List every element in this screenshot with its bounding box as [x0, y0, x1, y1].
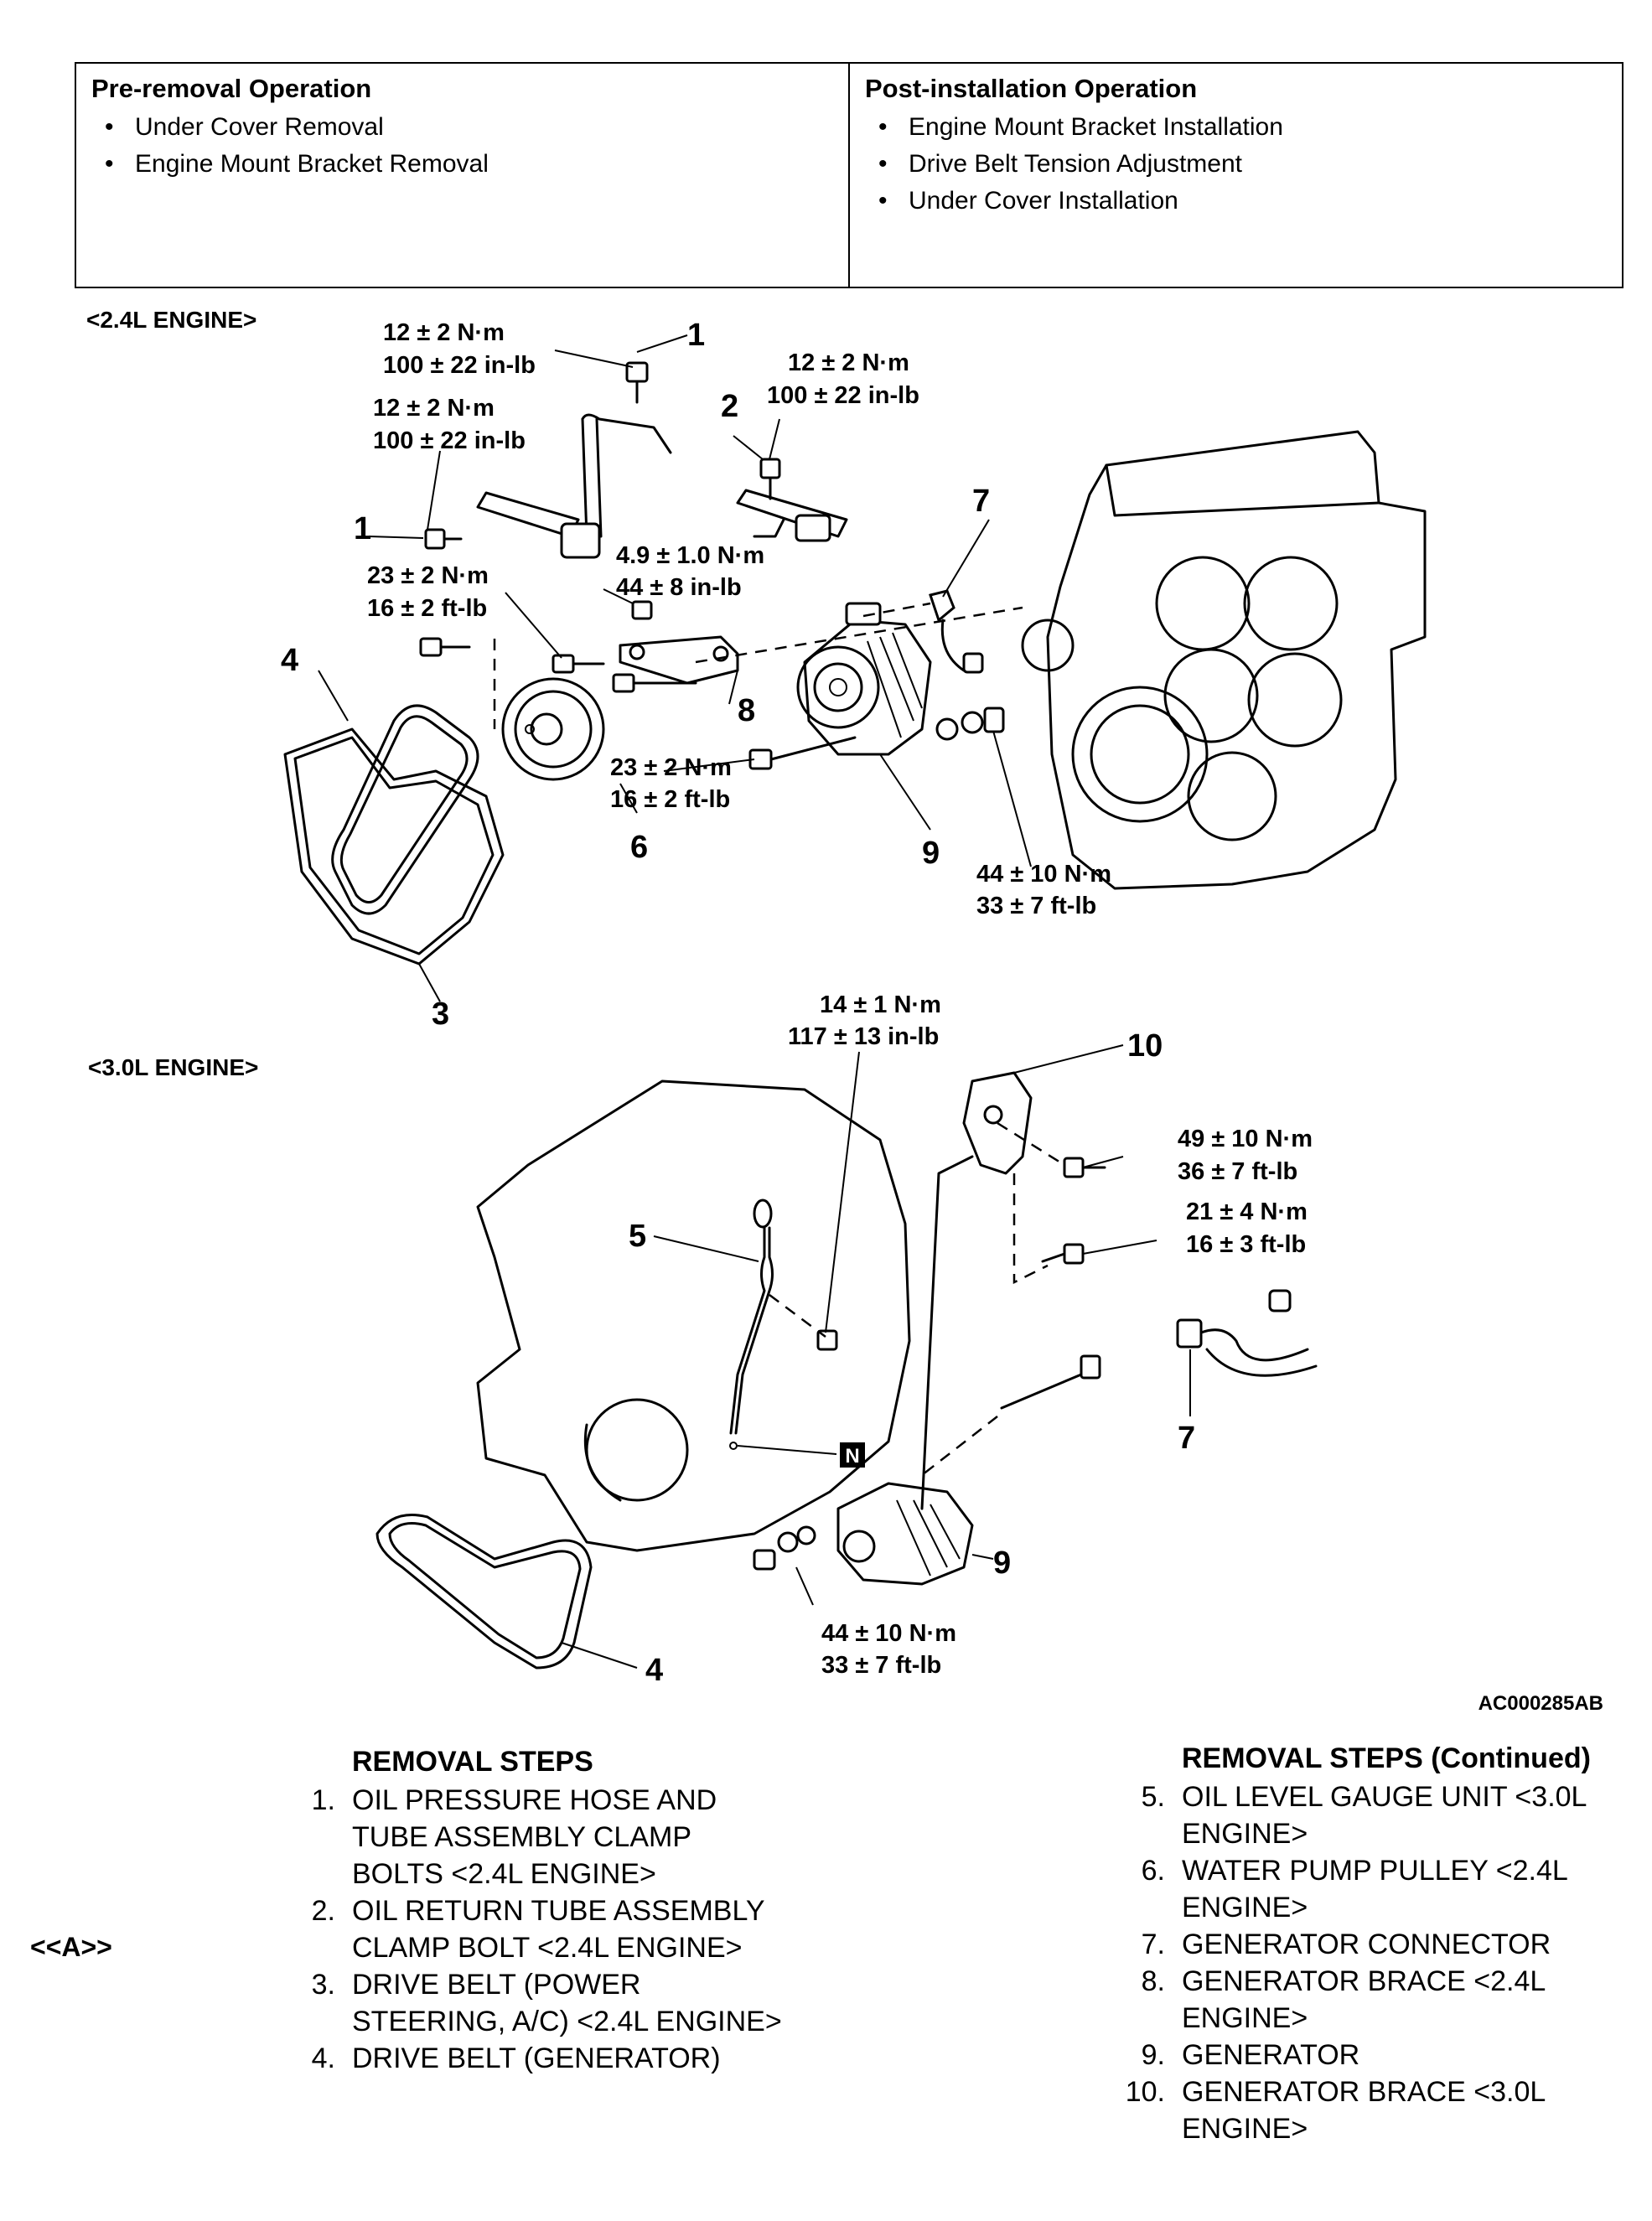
post-installation-item: Engine Mount Bracket Installation	[865, 109, 1607, 146]
generator-3-0l	[836, 1482, 974, 1586]
leader-lines-2-4l	[318, 334, 1032, 1002]
generator-connector-2-4l	[929, 589, 984, 674]
generator-brace-3-0l	[920, 1071, 1033, 1510]
assembly-line	[997, 1121, 1065, 1167]
removal-step: 2. OIL RETURN TUBE ASSEMBLY CLAMP BOLT <…	[311, 1895, 765, 1964]
removal-step: 9. GENERATOR	[1141, 2039, 1360, 2071]
pre-removal-item: Engine Mount Bracket Removal	[91, 146, 833, 183]
assembly-line	[1012, 1173, 1049, 1285]
pulley-bolts	[419, 637, 697, 693]
svg-text:4: 4	[281, 643, 298, 678]
removal-step: 4. DRIVE BELT (GENERATOR)	[311, 2042, 721, 2074]
torque-label: 100 ± 22 in-lb	[767, 382, 919, 409]
torque-label: 12 ± 2 N·m	[788, 349, 909, 376]
bolt-1-left	[424, 528, 463, 550]
removal-step: 6. WATER PUMP PULLEY <2.4L ENGINE>	[1141, 1855, 1568, 1923]
assembly-line	[862, 602, 931, 618]
torque-label: 4.9 ± 1.0 N·m	[616, 542, 764, 569]
pre-removal-list: Under Cover Removal Engine Mount Bracket…	[91, 109, 833, 183]
engine-block-3-0l	[476, 1079, 911, 1552]
svg-text:3: 3	[432, 997, 449, 1032]
torque-label: 23 ± 2 N·m	[367, 562, 489, 589]
torque-label: 21 ± 4 N·m	[1186, 1199, 1308, 1225]
torque-label: 14 ± 1 N·m	[820, 991, 941, 1018]
bolt-2	[759, 458, 781, 500]
exploded-diagram: <2.4L ENGINE>	[86, 307, 1603, 1715]
long-bolt-3-0l	[1000, 1354, 1101, 1410]
torque-label: 16 ± 3 ft-lb	[1186, 1231, 1306, 1258]
figure-code: AC000285AB	[1479, 1692, 1603, 1715]
torque-label: 100 ± 22 in-lb	[373, 427, 526, 454]
post-installation-title: Post-installation Operation	[865, 74, 1198, 103]
svg-text:1: 1	[354, 511, 371, 546]
n-mark: N	[840, 1442, 865, 1468]
svg-text:7: 7	[1178, 1421, 1195, 1456]
removal-step: 1. OIL PRESSURE HOSE AND TUBE ASSEMBLY C…	[311, 1784, 717, 1890]
oil-pressure-tube	[476, 413, 848, 559]
post-installation-item: Drive Belt Tension Adjustment	[865, 146, 1607, 183]
torque-label: 44 ± 8 in-lb	[616, 574, 742, 601]
assembly-line	[695, 606, 1023, 664]
leader-lines-3-0l	[561, 1044, 1191, 1669]
torque-label: 36 ± 7 ft-lb	[1178, 1158, 1297, 1185]
svg-text:6: 6	[630, 830, 648, 865]
torque-label: 16 ± 2 ft-lb	[367, 595, 487, 622]
pre-removal-item: Under Cover Removal	[91, 109, 833, 146]
torque-label: 12 ± 2 N·m	[383, 319, 505, 346]
removal-step: 3. DRIVE BELT (POWER STEERING, A/C) <2.4…	[311, 1969, 782, 2037]
drive-belt-generator-2-4l	[331, 704, 479, 915]
section-label-2-4l: <2.4L ENGINE>	[86, 307, 256, 333]
svg-text:10: 10	[1127, 1028, 1163, 1064]
svg-text:N: N	[845, 1445, 859, 1468]
pre-removal-column: Pre-removal Operation Under Cover Remova…	[76, 64, 848, 287]
generator-2-4l	[796, 602, 1005, 756]
svg-text:2: 2	[721, 389, 738, 424]
post-installation-list: Engine Mount Bracket Installation Drive …	[865, 109, 1607, 220]
engine-block-2-4l	[1021, 430, 1427, 890]
operation-table: Pre-removal Operation Under Cover Remova…	[75, 62, 1624, 288]
generator-connector-3-0l	[1176, 1289, 1318, 1377]
svg-text:5: 5	[629, 1219, 646, 1254]
generator-nuts-3-0l	[753, 1525, 816, 1571]
removal-steps-continued-title: REMOVAL STEPS (Continued)	[1182, 1742, 1591, 1774]
bolt-1-top	[625, 361, 649, 404]
note-a-marker: <<A>>	[30, 1932, 112, 1962]
removal-steps: REMOVAL STEPS 1. OIL PRESSURE HOSE AND T…	[277, 1743, 813, 2077]
svg-text:9: 9	[922, 836, 940, 871]
svg-text:1: 1	[687, 318, 705, 353]
removal-step: 8. GENERATOR BRACE <2.4L ENGINE>	[1141, 1965, 1546, 2034]
torque-label: 117 ± 13 in-lb	[788, 1023, 939, 1050]
water-pump-pulley	[501, 677, 605, 781]
torque-label: 33 ± 7 ft-lb	[976, 893, 1096, 919]
removal-step: 7. GENERATOR CONNECTOR	[1141, 1928, 1551, 1960]
brace-bolt-21	[1041, 1243, 1085, 1265]
assembly-line	[769, 1293, 826, 1338]
torque-label: 16 ± 2 ft-lb	[610, 786, 730, 813]
removal-step: 10. GENERATOR BRACE <3.0L ENGINE>	[1125, 2076, 1546, 2145]
torque-label: 44 ± 10 N·m	[976, 861, 1111, 888]
section-label-3-0l: <3.0L ENGINE>	[88, 1054, 258, 1080]
removal-steps-continued: REMOVAL STEPS (Continued) 5. OIL LEVEL G…	[1106, 1740, 1643, 2147]
torque-label: 44 ± 10 N·m	[821, 1620, 956, 1647]
torque-label: 100 ± 22 in-lb	[383, 352, 536, 379]
svg-text:9: 9	[993, 1545, 1011, 1581]
torque-label: 33 ± 7 ft-lb	[821, 1652, 941, 1679]
svg-text:8: 8	[738, 693, 755, 728]
post-installation-column: Post-installation Operation Engine Mount…	[848, 64, 1622, 287]
drive-belt-generator-3-0l	[375, 1514, 593, 1670]
post-installation-item: Under Cover Installation	[865, 183, 1607, 220]
torque-label: 23 ± 2 N·m	[610, 754, 732, 781]
oil-level-gauge	[729, 1199, 774, 1450]
svg-text:4: 4	[645, 1653, 663, 1688]
torque-label: 49 ± 10 N·m	[1178, 1126, 1313, 1152]
pre-removal-title: Pre-removal Operation	[91, 74, 372, 103]
drive-belt-power-steering	[283, 727, 505, 966]
removal-step: 5. OIL LEVEL GAUGE UNIT <3.0L ENGINE>	[1141, 1781, 1587, 1850]
torque-label: 12 ± 2 N·m	[373, 395, 495, 422]
assembly-line	[921, 1416, 998, 1476]
svg-text:7: 7	[972, 484, 990, 519]
generator-brace-2-4l	[619, 600, 739, 685]
removal-steps-title: REMOVAL STEPS	[352, 1746, 593, 1778]
